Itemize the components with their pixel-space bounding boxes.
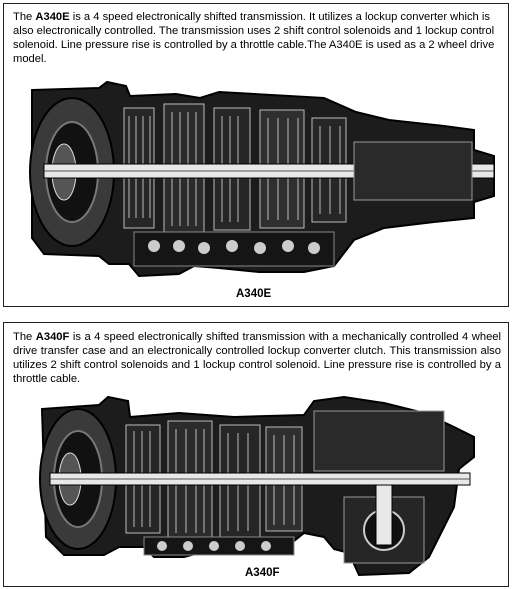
a340f-caption: A340F — [245, 567, 280, 579]
a340f-cutaway-diagram — [39, 395, 475, 577]
a340e-valve-body — [133, 231, 335, 267]
a340e-panel: The A340E is a 4 speed electronically sh… — [3, 3, 509, 307]
a340e-text-after: is a 4 speed electronically shifted tran… — [13, 11, 495, 65]
a340f-model-name: A340F — [35, 331, 70, 343]
a340f-text-after: is a 4 speed electronically shifted tran… — [13, 331, 502, 385]
a340f-description: The A340F is a 4 speed electronically sh… — [13, 330, 501, 386]
a340f-transfer-case — [313, 410, 445, 564]
a340f-panel: The A340F is a 4 speed electronically sh… — [3, 322, 509, 587]
a340e-cutaway-diagram — [29, 80, 495, 278]
a340e-caption: A340E — [236, 288, 272, 300]
a340e-extension-housing — [353, 141, 473, 201]
a340e-text-before: The — [13, 11, 36, 23]
a340e-model-name: A340E — [35, 11, 70, 23]
a340e-description: The A340E is a 4 speed electronically sh… — [13, 10, 501, 66]
a340f-valve-body — [143, 536, 295, 556]
a340f-text-before: The — [13, 331, 36, 343]
